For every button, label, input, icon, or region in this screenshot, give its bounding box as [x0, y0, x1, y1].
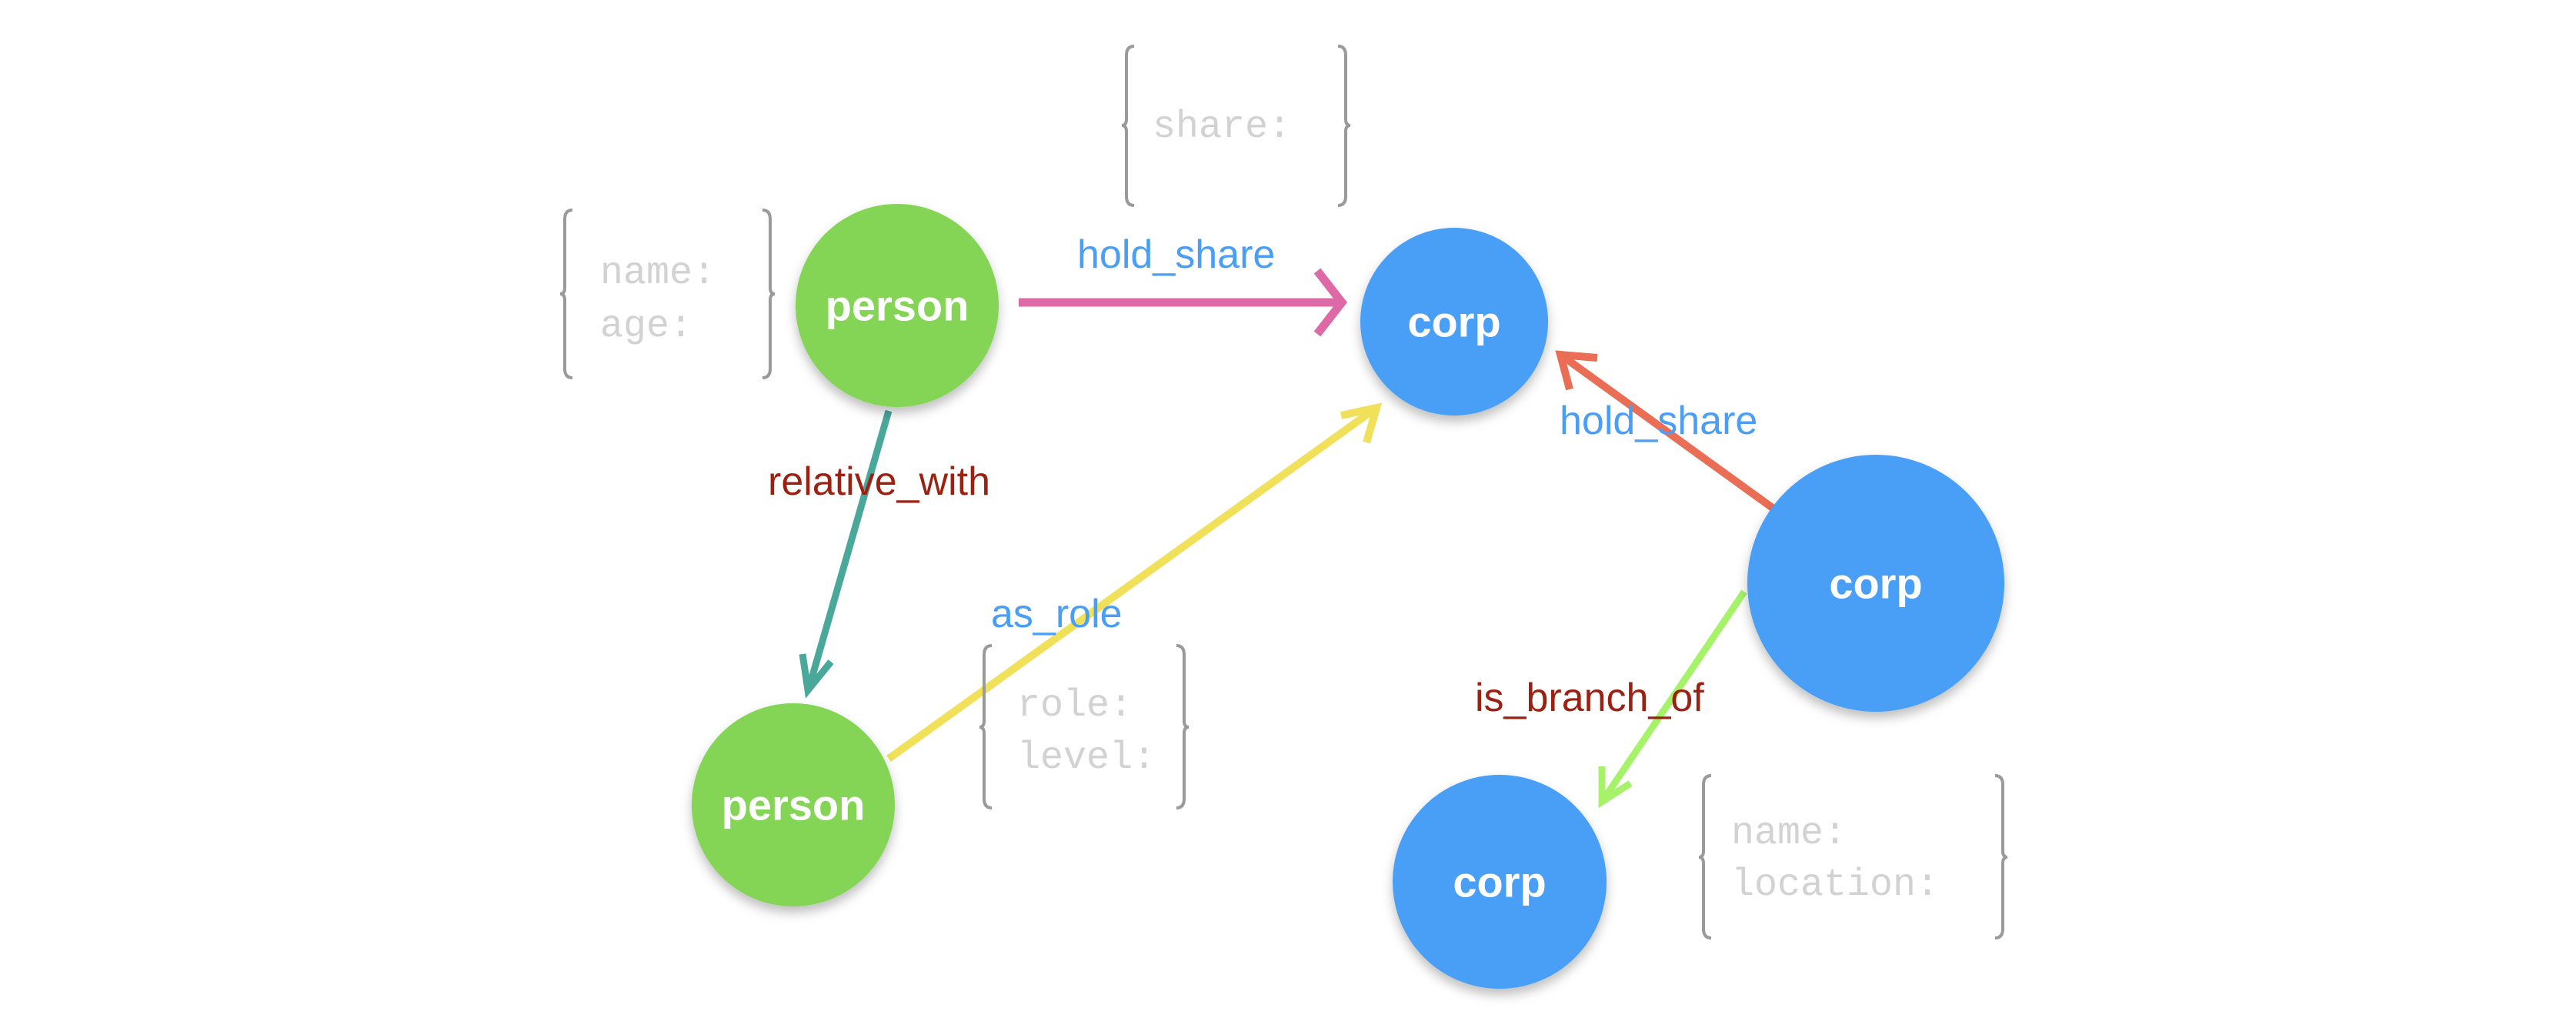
node-label: corp — [1829, 559, 1922, 608]
property-box-as-role: role: level: — [979, 644, 1190, 809]
node-person-1[interactable]: person — [796, 204, 999, 407]
node-label: corp — [1407, 298, 1500, 346]
node-corp-2[interactable]: corp — [1747, 455, 2004, 712]
node-corp-3[interactable]: corp — [1393, 775, 1607, 989]
node-label: person — [722, 781, 866, 829]
arrowhead-icon — [1340, 402, 1383, 444]
property-box-hold-share: share: — [1121, 45, 1351, 207]
node-corp-1[interactable]: corp — [1360, 228, 1548, 416]
arrowhead-icon — [1313, 268, 1347, 337]
arrowhead-icon — [1598, 766, 1633, 809]
edge-label-hold-share: hold_share — [1560, 399, 1757, 443]
property-location: location: — [1731, 863, 1939, 907]
property-age: age: — [600, 305, 692, 349]
node-person-2[interactable]: person — [692, 703, 895, 906]
edge-label-relative-with: relative_with — [768, 459, 990, 504]
edge-label-as-role: as_role — [991, 592, 1123, 636]
edge-is-branch-of — [1598, 589, 1747, 809]
arrowhead-icon — [799, 653, 834, 699]
property-role: role: — [1017, 684, 1133, 728]
edge-hold-share-person-corp — [1019, 268, 1347, 337]
edge-label-is-branch-of: is_branch_of — [1475, 676, 1704, 720]
edge-label-hold-share: hold_share — [1077, 232, 1275, 277]
edge-hold-share-corp-corp — [1555, 350, 1781, 516]
node-label: corp — [1453, 858, 1546, 906]
property-share: share: — [1153, 105, 1291, 149]
property-box-person: name: age: — [559, 209, 776, 379]
edge-relative-with — [799, 409, 893, 699]
property-name: name: — [1731, 812, 1847, 856]
edge-as-role — [886, 402, 1383, 763]
property-box-corp: name: location: — [1698, 774, 2008, 940]
property-level: level: — [1017, 736, 1156, 780]
property-name: name: — [600, 252, 716, 295]
node-label: person — [826, 282, 969, 330]
arrowhead-icon — [1555, 350, 1598, 391]
